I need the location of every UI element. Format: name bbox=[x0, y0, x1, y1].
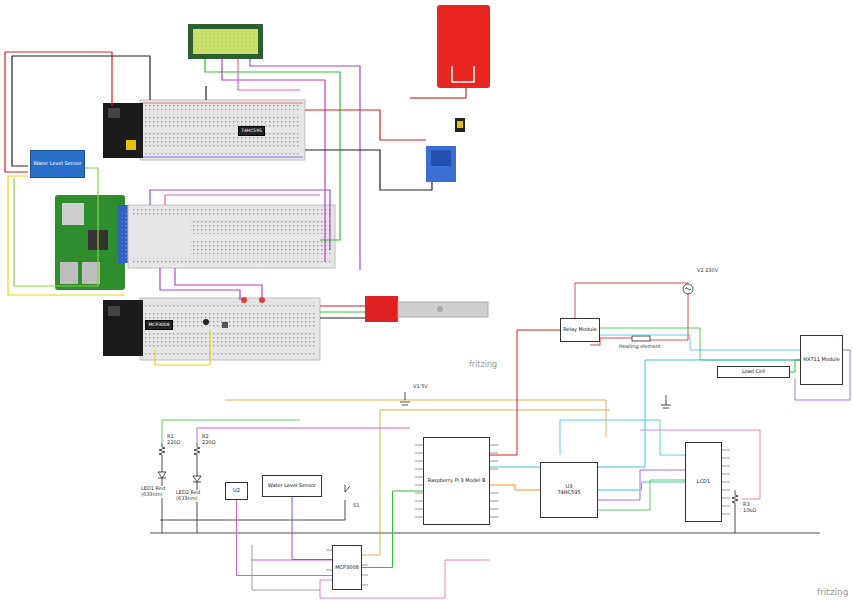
wire-connector bbox=[237, 500, 333, 576]
part-label: Heating element bbox=[618, 344, 662, 350]
node-text: MCP3008 bbox=[148, 322, 169, 327]
node-text: Water Level Sensor bbox=[33, 161, 81, 167]
sensor-box: U2 bbox=[225, 482, 248, 500]
source-label: V2 230V bbox=[696, 268, 720, 274]
node-text: 74HC595 bbox=[557, 490, 580, 496]
resistor-label: R2 220Ω bbox=[201, 434, 223, 446]
ic-box: U374HC595 bbox=[540, 462, 598, 518]
breadboard bbox=[140, 100, 305, 160]
wires bbox=[5, 52, 432, 365]
led-label: LED1 Red (633nm) bbox=[140, 486, 168, 498]
sensor-box: Water Level Sensor bbox=[262, 475, 322, 497]
watermark: fritzing bbox=[468, 360, 498, 369]
lcd-box: LCD1 bbox=[685, 442, 722, 522]
wire-connector bbox=[790, 360, 800, 372]
raspberry-pi-box: Raspberry Pi 3 Model B bbox=[423, 437, 490, 525]
node-text: Relay Module bbox=[563, 327, 597, 333]
wire-connector bbox=[598, 482, 685, 490]
node-text: Load Cell bbox=[742, 369, 765, 375]
chip-package: MCP3008 bbox=[145, 320, 173, 330]
source-label: V1 5V bbox=[412, 384, 432, 390]
node-text: Water Level Sensor bbox=[268, 483, 316, 489]
node-text: HX711 Module bbox=[803, 357, 840, 363]
wire-connector bbox=[490, 330, 560, 455]
wire-connector bbox=[292, 497, 332, 560]
hx711-box: HX711 Module bbox=[800, 335, 843, 385]
resistor-label: R3 10kΩ bbox=[742, 502, 764, 514]
led-label: LED2 Red (633nm) bbox=[175, 490, 203, 502]
node-text: MCP3008 bbox=[335, 565, 359, 571]
adc-box: MCP3008 bbox=[332, 545, 362, 590]
relay-box: Relay Module bbox=[560, 318, 600, 342]
wire-connector bbox=[362, 491, 423, 568]
pin-stubs bbox=[326, 445, 730, 585]
load-cell bbox=[365, 296, 488, 322]
node-text: LCD1 bbox=[697, 479, 710, 485]
wire-connector bbox=[490, 360, 800, 467]
wire-connector bbox=[490, 485, 540, 490]
node-text: 74HC595 bbox=[241, 128, 262, 133]
switch-label: S1 bbox=[352, 503, 360, 509]
lcd-display bbox=[188, 24, 263, 59]
schematic-wires bbox=[150, 283, 850, 598]
sensor-module: Water Level Sensor bbox=[30, 150, 85, 178]
resistor-label: R1 220Ω bbox=[166, 434, 188, 446]
breadboard bbox=[103, 297, 320, 360]
load-cell-box: Load Cell bbox=[717, 366, 790, 378]
heating-pad bbox=[408, 5, 490, 150]
node-text: Raspberry Pi 3 Model B bbox=[428, 478, 486, 484]
relay-module bbox=[426, 146, 456, 182]
node-text: U2 bbox=[233, 488, 240, 494]
power-module bbox=[103, 103, 143, 158]
breadboard bbox=[128, 205, 335, 268]
chip-package: 74HC595 bbox=[238, 126, 265, 136]
watermark: fritzing bbox=[816, 587, 850, 597]
